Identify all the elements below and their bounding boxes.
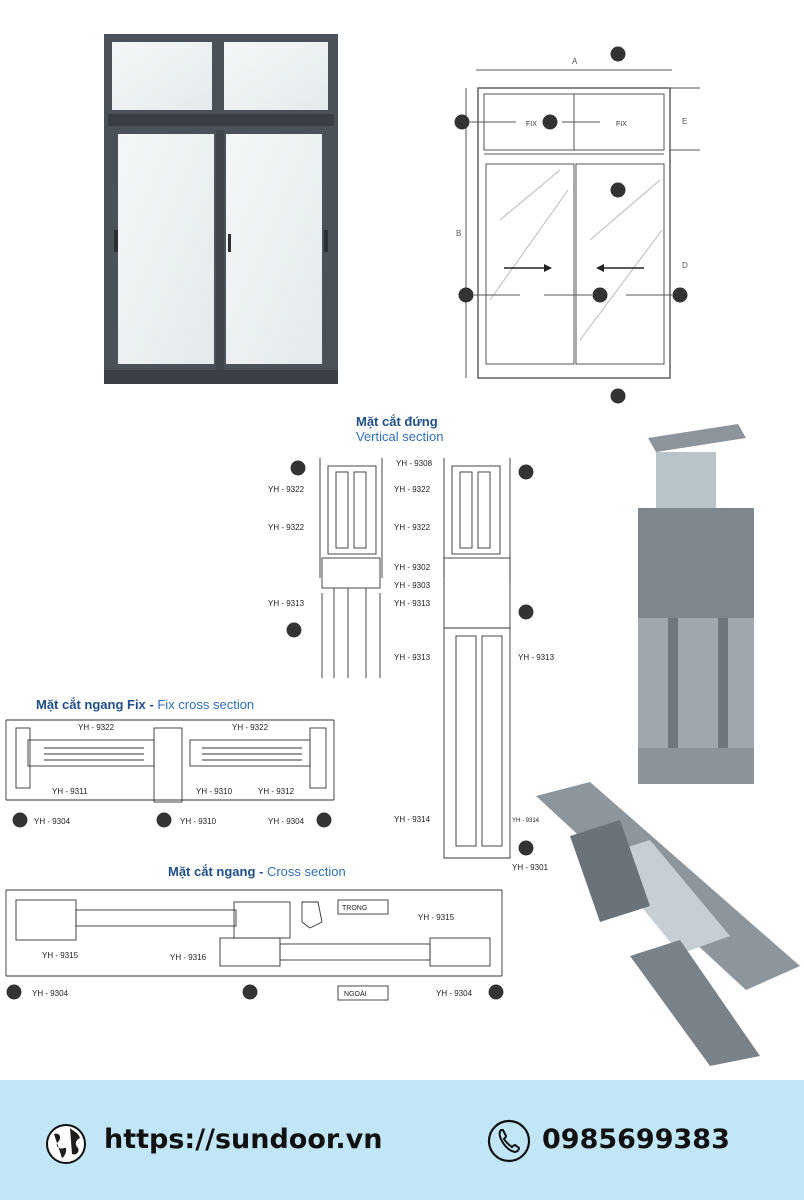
phone-icon <box>487 1119 531 1163</box>
svg-text:B: B <box>456 229 461 238</box>
cross-section-drawing: YH - 9315 YH - 9315 YH - 9316 YH - 9304 … <box>5 889 504 1001</box>
svg-text:5: 5 <box>493 988 499 999</box>
svg-text:4: 4 <box>463 291 469 302</box>
globe-icon <box>46 1124 86 1164</box>
svg-text:YH - 9314: YH - 9314 <box>394 815 431 824</box>
svg-text:4: 4 <box>247 988 253 999</box>
svg-text:FIX: FIX <box>526 121 537 128</box>
svg-text:YH - 9303: YH - 9303 <box>394 581 431 590</box>
svg-text:YH - 9322: YH - 9322 <box>394 485 431 494</box>
svg-text:3: 3 <box>615 392 621 403</box>
svg-text:5: 5 <box>597 291 603 302</box>
svg-text:YH - 9313: YH - 9313 <box>394 599 431 608</box>
svg-text:YH - 9304: YH - 9304 <box>32 989 69 998</box>
svg-text:YH - 9302: YH - 9302 <box>394 563 431 572</box>
svg-text:YH - 9322: YH - 9322 <box>78 723 115 732</box>
svg-text:YH - 9316: YH - 9316 <box>170 953 207 962</box>
svg-text:YH - 9312: YH - 9312 <box>258 787 295 796</box>
dim-a: A <box>572 57 578 66</box>
svg-text:YH - 9304: YH - 9304 <box>34 817 71 826</box>
svg-text:8: 8 <box>161 816 167 827</box>
svg-text:YH - 9310: YH - 9310 <box>180 817 217 826</box>
svg-text:1: 1 <box>295 464 301 475</box>
svg-text:YH - 9322: YH - 9322 <box>268 485 305 494</box>
svg-text:YH - 9301: YH - 9301 <box>512 863 549 872</box>
svg-text:NGOÀI: NGOÀI <box>344 989 367 998</box>
vertical-section-drawing: YH - 9308 YH - 9322 YH - 9322 YH - 9322 … <box>268 458 555 872</box>
svg-text:YH - 9310: YH - 9310 <box>196 787 233 796</box>
elevation-drawing: A E B D FIX FIX 1 8 7 2 4 5 6 3 <box>454 46 700 404</box>
svg-text:YH - 9315: YH - 9315 <box>42 951 79 960</box>
svg-text:YH - 9313: YH - 9313 <box>394 653 431 662</box>
svg-text:2: 2 <box>291 626 297 637</box>
svg-text:2: 2 <box>615 186 621 197</box>
svg-text:7: 7 <box>321 816 327 827</box>
svg-text:YH - 9315: YH - 9315 <box>418 913 455 922</box>
phone-number[interactable]: 0985699383 <box>542 1124 730 1155</box>
svg-text:YH - 9313: YH - 9313 <box>268 599 305 608</box>
svg-text:7: 7 <box>17 816 23 827</box>
svg-text:YH - 9322: YH - 9322 <box>268 523 305 532</box>
svg-text:6: 6 <box>677 291 683 302</box>
svg-text:3: 3 <box>11 988 17 999</box>
svg-text:FIX: FIX <box>616 121 627 128</box>
window-photo <box>104 34 338 384</box>
svg-text:TRONG: TRONG <box>342 905 367 912</box>
svg-text:YH - 9304: YH - 9304 <box>268 817 305 826</box>
svg-text:YH - 9304: YH - 9304 <box>436 989 473 998</box>
svg-text:YH - 9314: YH - 9314 <box>512 818 540 824</box>
svg-text:1: 1 <box>615 50 621 61</box>
svg-text:2: 2 <box>523 608 529 619</box>
svg-text:7: 7 <box>459 118 465 129</box>
svg-text:YH - 9322: YH - 9322 <box>232 723 269 732</box>
svg-text:D: D <box>682 261 688 270</box>
svg-text:E: E <box>682 117 687 126</box>
website-link[interactable]: https://sundoor.vn <box>104 1124 383 1155</box>
fix-cross-section-drawing: YH - 9322 YH - 9322 YH - 9311 YH - 9310 … <box>5 719 335 828</box>
svg-text:YH - 9322: YH - 9322 <box>394 523 431 532</box>
fix-cross-section-title: Mặt cắt ngang Fix - Fix cross section <box>36 697 255 712</box>
svg-text:YH - 9308: YH - 9308 <box>396 459 433 468</box>
svg-text:8: 8 <box>547 118 553 129</box>
svg-text:YH - 9311: YH - 9311 <box>52 787 88 796</box>
vertical-section-title: Mặt cắt đứng Vertical section <box>356 414 444 444</box>
cross-section-title: Mặt cắt ngang - Cross section <box>168 864 346 879</box>
svg-text:3: 3 <box>523 844 529 855</box>
footer-bar <box>0 1080 804 1200</box>
svg-text:1: 1 <box>523 468 529 479</box>
profile-render-horizontal <box>536 782 800 1066</box>
profile-render-vertical <box>638 424 754 784</box>
svg-text:YH - 9313: YH - 9313 <box>518 653 555 662</box>
